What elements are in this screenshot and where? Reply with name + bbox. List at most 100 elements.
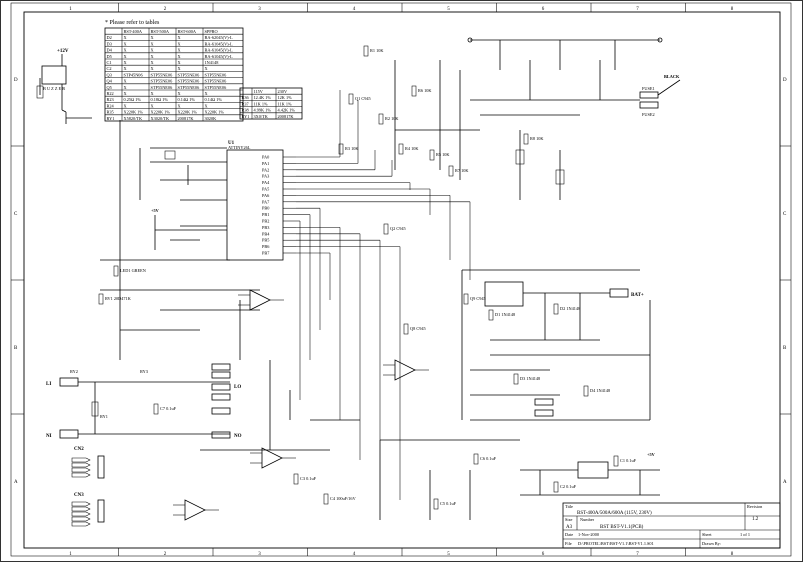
u1-pin-label: PA7: [262, 199, 270, 204]
table-cell: 0.25Ω 1%: [124, 97, 142, 102]
component-label: C4 100uF/16V: [330, 496, 357, 501]
table-cell: X: [178, 91, 182, 96]
col-marker-top: 5: [447, 7, 450, 12]
drawing-value: BST BST-V1.1(PCB): [600, 525, 644, 530]
op-amp-u6: [184, 499, 206, 521]
no-label: NO: [234, 434, 242, 439]
table-cell: D5: [107, 54, 112, 59]
col-marker-top: 1: [69, 7, 72, 12]
table-cell: X: [205, 91, 209, 96]
table-cell: 3020K: [205, 116, 218, 121]
component-label: R7 10K: [455, 168, 469, 173]
component-symbol: [398, 143, 404, 155]
row-marker-right: C: [783, 212, 787, 217]
table-cell: 200817K: [278, 114, 295, 119]
table-cell: 4.42K 1%: [278, 108, 296, 113]
table-cell: 200817K: [178, 116, 195, 121]
file-label: File: [565, 541, 572, 546]
number-label: Number: [580, 517, 595, 522]
table-cell: X: [151, 91, 155, 96]
plus12v-label: +12V: [57, 49, 69, 54]
ry3-label: RY3: [140, 369, 148, 374]
component-label: C1 0.1uF: [620, 458, 637, 463]
table-cell: R22: [107, 91, 114, 96]
date-value: 1-Nov-2000: [578, 532, 599, 537]
bat-plus-label: BAT+: [631, 293, 644, 298]
component-label: C5 0.1uF: [440, 501, 457, 506]
table-cell: X: [124, 91, 128, 96]
component-label: D4 1N4148: [590, 388, 610, 393]
component-symbol: [433, 498, 439, 510]
table-cell: R35: [107, 110, 114, 115]
component-label: Q8 C945: [410, 326, 426, 331]
u1-pin-label: PA3: [262, 174, 269, 179]
table-cell: 1N4148: [205, 60, 219, 65]
connector-pin: [71, 467, 91, 473]
plus5v-label-u1: +5V: [151, 208, 160, 213]
table-cell: R37: [242, 101, 250, 106]
table-cell: X: [151, 48, 155, 53]
u1-pin-label: PB1: [262, 212, 269, 217]
table-cell: X220K 1%: [151, 110, 171, 115]
component-symbol: [429, 149, 435, 161]
u1-signal-bus: [100, 90, 471, 500]
component-label: Q1 C945: [355, 96, 371, 101]
connector-pin: [71, 457, 91, 463]
table-header-cell: BST-400A: [124, 29, 143, 34]
table-cell: X3020/TK: [151, 116, 171, 121]
table-cell: 3X0/TK: [254, 114, 269, 119]
u1-pin-label: PA5: [262, 187, 269, 192]
connector-pin: [71, 511, 91, 517]
row-marker-left: B: [14, 346, 18, 351]
table-cell: X: [124, 60, 128, 65]
buzzer-symbol: [41, 65, 67, 85]
size-value: A3: [566, 525, 573, 530]
op-amp-u2: [249, 289, 271, 311]
date-label: Date: [565, 532, 573, 537]
connector-pin: [71, 516, 91, 522]
component-symbol: [488, 309, 494, 321]
row-marker-left: C: [14, 212, 18, 217]
table-cell: 4.99K 1%: [254, 108, 272, 113]
fuse2-label: FUSE2: [642, 112, 655, 117]
table-cell: X: [178, 48, 182, 53]
row-marker-right: B: [783, 346, 787, 351]
table-cell: X: [124, 85, 128, 90]
u1-pin-label: PB6: [262, 244, 270, 249]
connector-pin: [71, 506, 91, 512]
component-symbol: [363, 45, 369, 57]
col-marker-bottom: 6: [542, 552, 545, 557]
zone-border: [10, 2, 792, 557]
u1-body: [226, 149, 284, 261]
ry2-label: RY2: [70, 369, 78, 374]
component-symbol: [463, 293, 469, 305]
table-cell: X220K 1%: [124, 110, 144, 115]
revision-value: 1.2: [752, 517, 759, 522]
table-cell: 11K 1%: [278, 101, 292, 106]
table-cell: STP55NE06: [151, 85, 174, 90]
table-cell: STP55NE06: [151, 72, 174, 77]
col-marker-top: 6: [542, 7, 545, 12]
charger-section: BAT+: [461, 269, 651, 421]
plus5v-label-reg: +5V: [647, 452, 656, 457]
u1-pin-label: PA2: [262, 167, 269, 172]
table-cell: 0.18Ω 1%: [151, 97, 169, 102]
component-symbol: [383, 223, 389, 235]
col-marker-bottom: 3: [258, 552, 261, 557]
table-cell: BA-61045(V)-L: [205, 48, 234, 53]
table-cell: 12.4K 1%: [254, 95, 272, 100]
u1-pin-label: PB2: [262, 219, 269, 224]
table-cell: X: [151, 66, 155, 71]
u1-pin-label: PA4: [262, 180, 270, 185]
table-cell: RY1: [107, 116, 115, 121]
component-label: D3 1N4148: [520, 376, 540, 381]
u1-pin-label: PB3: [262, 225, 269, 230]
table-cell: BA-61045(V)-L: [205, 41, 234, 46]
table-cell: X: [124, 54, 128, 59]
table-cell: STP55NE06: [205, 72, 228, 77]
table-cell: Q4: [107, 79, 113, 84]
table-cell: X: [124, 66, 128, 71]
